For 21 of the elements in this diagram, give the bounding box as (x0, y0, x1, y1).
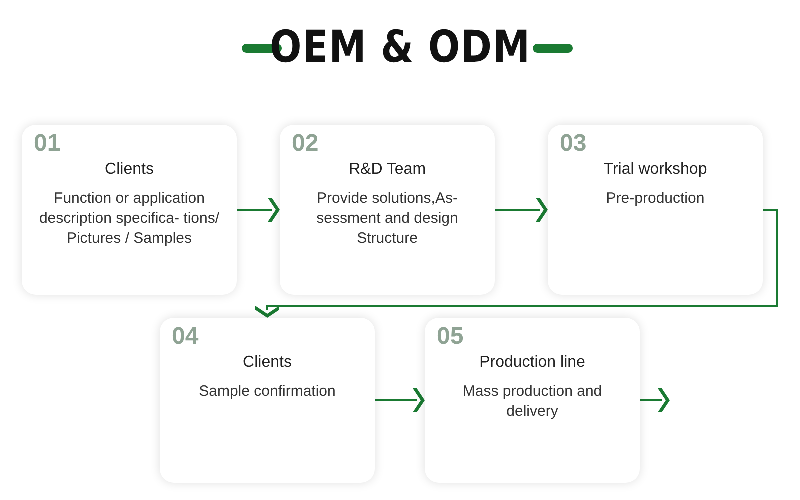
step-card (548, 125, 763, 295)
step-title: Trial workshop (602, 161, 708, 179)
step-card (425, 318, 640, 483)
step-description: Sample confirmation (198, 382, 337, 402)
step-title: Production line (478, 354, 586, 372)
step-card (160, 318, 375, 483)
step-title: Clients (242, 354, 293, 372)
step-number: 01 (34, 131, 61, 157)
step-description: Function or application description specifica- tions/ Pictures / Samples (38, 189, 221, 249)
step-number: 02 (292, 131, 319, 157)
step-title: Clients (104, 161, 155, 179)
step-description: Provide solutions,As- sessment and design Structure (316, 189, 460, 249)
step-number: 04 (172, 324, 199, 350)
step-title: R&D Team (348, 161, 428, 179)
step-card (22, 125, 237, 295)
step-description: Mass production and delivery (462, 382, 604, 422)
step-card (280, 125, 495, 295)
step-number: 03 (560, 131, 587, 157)
title: OEM & ODM (270, 22, 530, 73)
step-number: 05 (437, 324, 464, 350)
step-description: Pre-production (605, 189, 706, 209)
